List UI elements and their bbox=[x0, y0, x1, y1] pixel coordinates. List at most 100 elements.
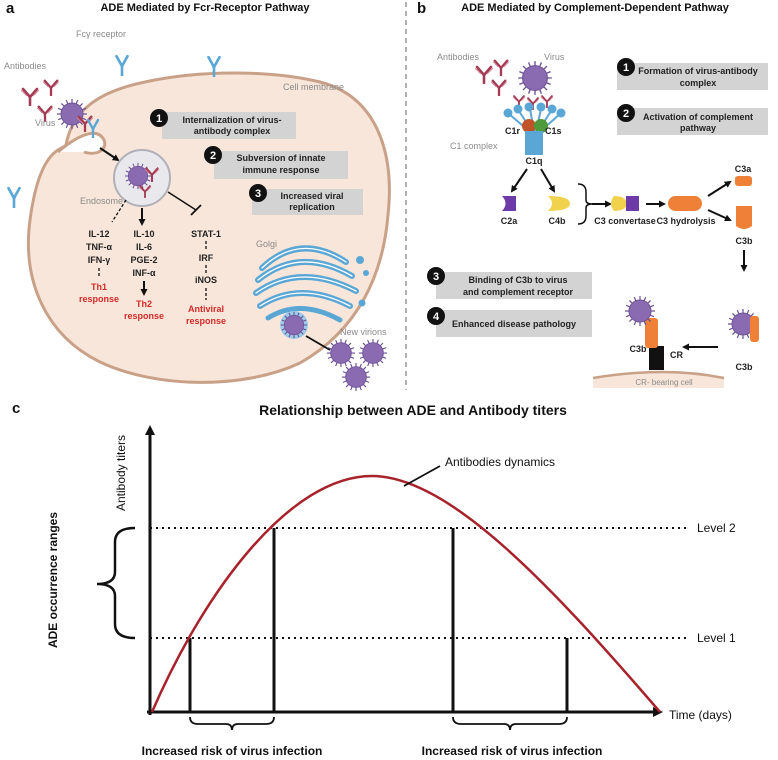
step-text: and complement receptor bbox=[463, 287, 574, 297]
cell-membrane bbox=[26, 71, 391, 384]
endosome-label: Endosome bbox=[80, 196, 123, 206]
c3-hydrolysis-label: C3 hydrolysis bbox=[656, 216, 715, 226]
membrane-label: Cell membrane bbox=[283, 82, 344, 92]
step-box bbox=[617, 63, 768, 90]
cytokine-label: IL-12 bbox=[88, 229, 109, 239]
cytokine-label: TNF-α bbox=[86, 242, 112, 252]
panel-a-title: ADE Mediated by Fcr-Receptor Pathway bbox=[100, 2, 310, 14]
c4b-label: C4b bbox=[548, 216, 566, 226]
fc-receptor-icon bbox=[115, 54, 129, 76]
virus-icon bbox=[326, 338, 356, 368]
risk-label-left: Increased risk of virus infection bbox=[142, 744, 323, 758]
panel-c-title: Relationship between ADE and Antibody ti… bbox=[259, 402, 567, 418]
step-box bbox=[436, 310, 592, 337]
step-text: replication bbox=[289, 202, 335, 212]
c1s-protein bbox=[534, 119, 548, 133]
step-number-badge bbox=[427, 267, 445, 285]
step-box bbox=[436, 272, 592, 299]
step-box bbox=[214, 151, 348, 179]
risk-brace bbox=[189, 716, 275, 731]
antibody-icon bbox=[490, 79, 508, 96]
dashed-arrow bbox=[111, 199, 127, 223]
vesicle bbox=[356, 256, 364, 264]
antibody-dynamics-curve bbox=[150, 474, 661, 713]
brace bbox=[577, 183, 593, 225]
virus-label: Virus bbox=[544, 52, 565, 62]
signal-label: iNOS bbox=[195, 275, 217, 285]
arrow bbox=[510, 168, 528, 193]
step-text: Subversion of innate bbox=[236, 153, 325, 163]
c1q-stem bbox=[525, 131, 543, 155]
c3b-protein bbox=[645, 318, 658, 348]
step-number: 4 bbox=[433, 311, 440, 323]
step-text: complex bbox=[680, 78, 717, 88]
step-text: pathway bbox=[680, 123, 716, 133]
step-box bbox=[162, 112, 296, 139]
vesicle bbox=[363, 270, 369, 276]
arrow bbox=[707, 209, 732, 222]
curve-label: Antibodies dynamics bbox=[445, 455, 555, 469]
c1s-label: C1s bbox=[545, 126, 562, 136]
receptor-label: Fcγ receptor bbox=[76, 29, 126, 39]
step-number: 3 bbox=[255, 188, 261, 200]
c3b-protein bbox=[736, 206, 752, 229]
th2-response: Th2 bbox=[136, 299, 152, 309]
panel-c-letter: c bbox=[12, 400, 20, 417]
c3-convertase bbox=[611, 196, 627, 211]
cr-bearing-cell bbox=[593, 372, 724, 388]
panel-a-letter: a bbox=[6, 0, 15, 17]
th1-response: Th1 bbox=[91, 282, 107, 292]
step-number-badge bbox=[150, 109, 168, 127]
cytokine-label: IFN-γ bbox=[88, 255, 111, 265]
complement-receptor bbox=[649, 346, 664, 370]
virus-icon bbox=[124, 162, 152, 190]
new-virions-label: New virions bbox=[340, 327, 387, 337]
c3b-label: C3b bbox=[629, 344, 647, 354]
step-number-badge bbox=[617, 104, 635, 122]
virus-icon bbox=[56, 98, 88, 130]
step-box bbox=[252, 189, 363, 215]
c4b-protein bbox=[548, 196, 570, 211]
signal-label: IRF bbox=[199, 253, 214, 263]
vesicle bbox=[358, 299, 366, 307]
arrow bbox=[99, 147, 120, 162]
c2a-protein bbox=[502, 196, 516, 211]
c3-convertase bbox=[626, 196, 639, 211]
step-text: Internalization of virus- bbox=[182, 115, 281, 125]
y-axis-label: Antibody titers bbox=[114, 435, 128, 511]
signal-label: STAT-1 bbox=[191, 229, 221, 239]
cytokine-label: IL-10 bbox=[133, 229, 154, 239]
th1-response: response bbox=[79, 294, 119, 304]
risk-brace bbox=[452, 716, 568, 731]
c3a-label: C3a bbox=[735, 164, 753, 174]
virus-icon bbox=[358, 338, 388, 368]
antiviral-response: response bbox=[186, 316, 226, 326]
step-number: 3 bbox=[433, 271, 439, 283]
antibody-icon bbox=[20, 87, 40, 106]
th2-response: response bbox=[124, 311, 164, 321]
arrow bbox=[540, 168, 556, 193]
release-line bbox=[305, 335, 331, 351]
step-number-badge bbox=[204, 146, 222, 164]
c1r-protein bbox=[522, 119, 536, 133]
panel-b-letter: b bbox=[417, 0, 426, 17]
antibodies-label: Antibodies bbox=[4, 61, 47, 71]
c3a-protein bbox=[735, 176, 752, 186]
antibody-icon bbox=[492, 59, 510, 76]
c1r-label: C1r bbox=[505, 126, 521, 136]
cr-cell-label: CR- bearing cell bbox=[635, 378, 693, 387]
virus-label: Virus bbox=[35, 118, 56, 128]
virus-icon bbox=[517, 60, 553, 96]
step-text: Increased viral bbox=[280, 191, 343, 201]
c1q-heads bbox=[503, 102, 566, 118]
step-number: 1 bbox=[156, 113, 162, 125]
antibodies-label: Antibodies bbox=[437, 52, 480, 62]
c2a-label: C2a bbox=[501, 216, 519, 226]
level-2-label: Level 2 bbox=[697, 521, 736, 535]
step-number: 2 bbox=[623, 108, 629, 120]
step-number-badge bbox=[427, 307, 445, 325]
step-text: immune response bbox=[242, 165, 319, 175]
step-number-badge bbox=[249, 184, 267, 202]
step-text: antibody complex bbox=[194, 126, 271, 136]
